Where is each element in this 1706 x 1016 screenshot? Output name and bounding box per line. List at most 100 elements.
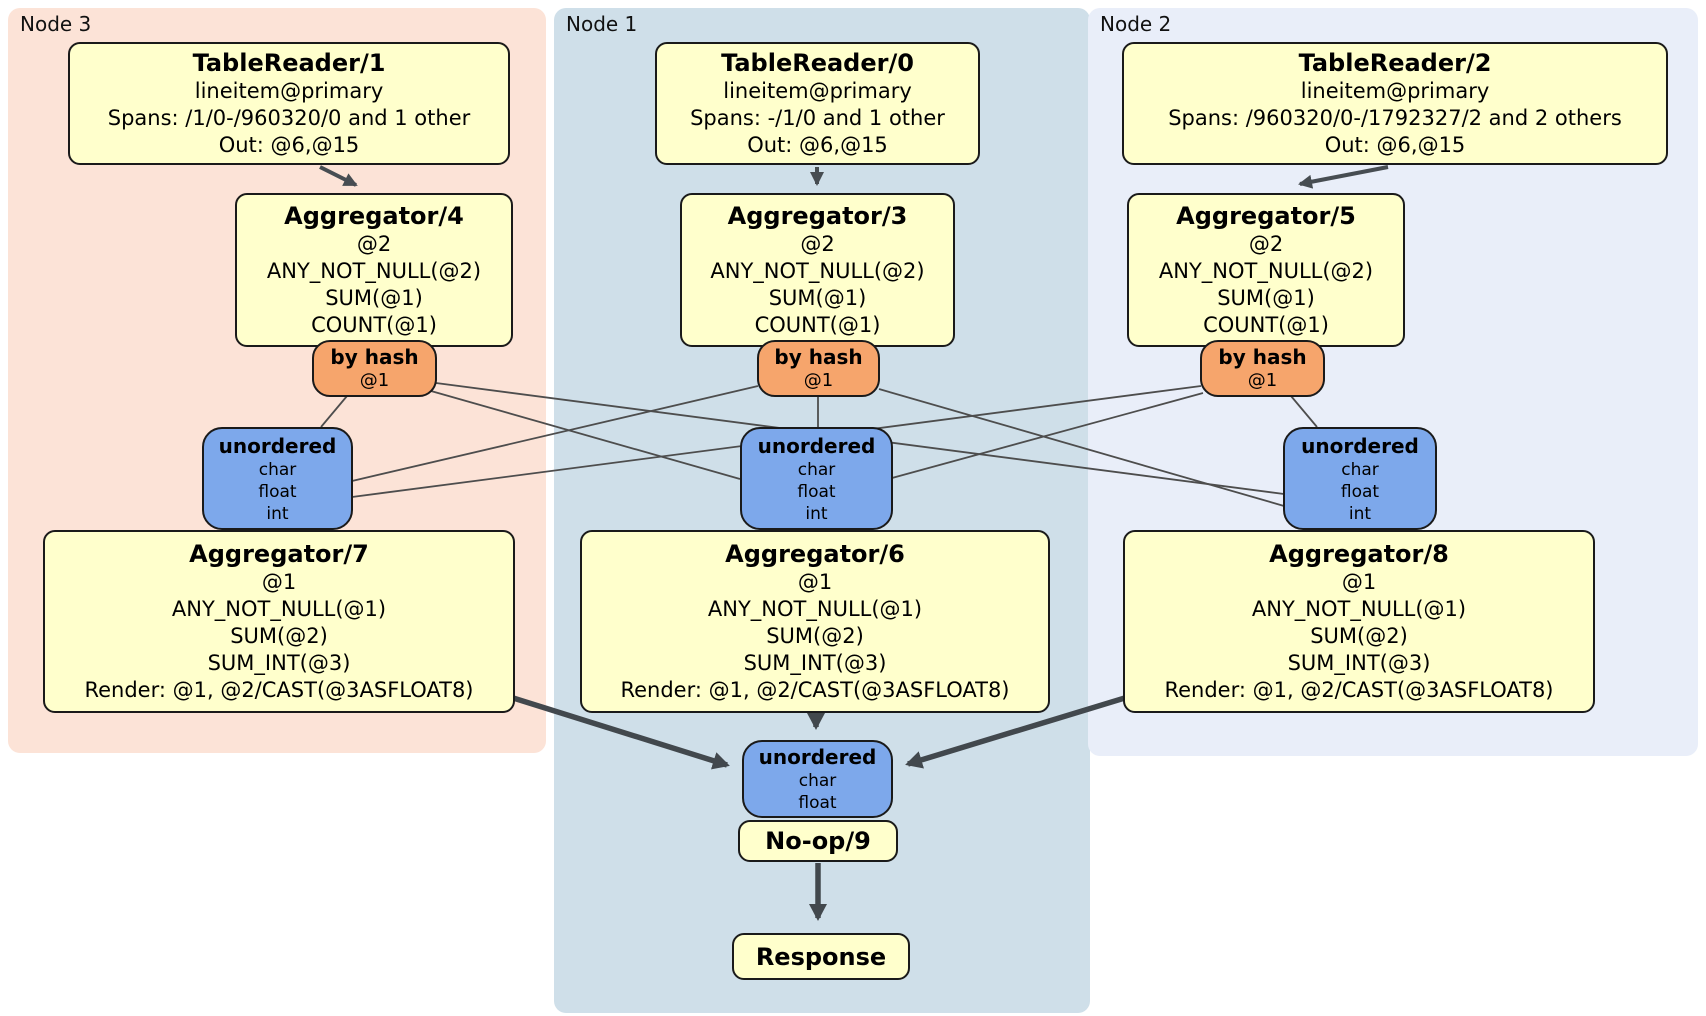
aggregator-5-box: Aggregator/5 @2 ANY_NOT_NULL(@2) SUM(@1)…	[1127, 193, 1405, 347]
tablereader-2-box: TableReader/2 lineitem@primary Spans: /9…	[1122, 42, 1668, 165]
edge-agg7-finalsync	[509, 694, 730, 770]
aggregator-5-fn1: ANY_NOT_NULL(@2)	[1158, 258, 1374, 283]
edge-router1-sync2	[878, 388, 1285, 507]
aggregator-7-fn1: ANY_NOT_NULL(@1)	[171, 596, 387, 621]
sync-node3-title: unordered	[218, 433, 337, 458]
sync-node1-title: unordered	[757, 433, 876, 458]
aggregator-6-group: @1	[797, 569, 833, 594]
aggregator-4-fn2: SUM(@1)	[325, 285, 423, 310]
aggregator-7-render: Render: @1, @2/CAST(@3ASFLOAT8)	[84, 677, 474, 702]
node3-label: Node 3	[20, 12, 92, 36]
sync-node2-col2: float	[1340, 481, 1380, 502]
aggregator-6-fn2: SUM(@2)	[766, 623, 864, 648]
tablereader-1-box: TableReader/1 lineitem@primary Spans: /1…	[68, 42, 510, 165]
aggregator-7-box: Aggregator/7 @1 ANY_NOT_NULL(@1) SUM(@2)…	[43, 530, 515, 713]
tablereader-1-spans: Spans: /1/0-/960320/0 and 1 other	[107, 105, 471, 130]
sync-unordered-final: unordered char float	[742, 740, 893, 818]
aggregator-7-title: Aggregator/7	[189, 539, 369, 568]
edge-router3-sync1	[430, 390, 741, 480]
router-node2-cols: @1	[1247, 370, 1278, 391]
router-by-hash-node1: by hash @1	[757, 340, 880, 397]
router-node2-title: by hash	[1218, 345, 1307, 369]
tablereader-2-title: TableReader/2	[1298, 48, 1492, 77]
aggregator-6-title: Aggregator/6	[725, 539, 905, 568]
sync-node1-col1: char	[797, 459, 836, 480]
response-title: Response	[755, 942, 887, 971]
router-node3-title: by hash	[330, 345, 419, 369]
aggregator-3-box: Aggregator/3 @2 ANY_NOT_NULL(@2) SUM(@1)…	[680, 193, 955, 347]
noop-title: No-op/9	[765, 827, 871, 855]
tablereader-0-spans: Spans: -/1/0 and 1 other	[690, 105, 945, 130]
router-node1-title: by hash	[774, 345, 863, 369]
sync-node2-title: unordered	[1301, 433, 1419, 458]
sync-node1-col2: float	[797, 481, 836, 502]
tablereader-0-index: lineitem@primary	[723, 78, 912, 103]
aggregator-3-title: Aggregator/3	[727, 201, 908, 230]
aggregator-4-title: Aggregator/4	[284, 201, 464, 230]
response-box: Response	[732, 933, 910, 980]
aggregator-8-title: Aggregator/8	[1269, 539, 1449, 568]
aggregator-5-group: @2	[1248, 231, 1284, 256]
aggregator-8-fn2: SUM(@2)	[1310, 623, 1408, 648]
router-by-hash-node2: by hash @1	[1200, 340, 1325, 397]
tablereader-1-out: Out: @6,@15	[218, 132, 360, 157]
edge-tr1-agg4	[319, 165, 358, 187]
aggregator-8-group: @1	[1341, 569, 1377, 594]
sync-unordered-node2: unordered char float int	[1283, 427, 1437, 530]
tablereader-1-title: TableReader/1	[192, 48, 386, 77]
aggregator-4-fn1: ANY_NOT_NULL(@2)	[266, 258, 482, 283]
edge-router2-sync1	[891, 392, 1204, 479]
aggregator-3-fn1: ANY_NOT_NULL(@2)	[710, 258, 925, 283]
aggregator-3-fn3: COUNT(@1)	[754, 312, 881, 337]
aggregator-3-group: @2	[800, 231, 835, 256]
aggregator-4-box: Aggregator/4 @2 ANY_NOT_NULL(@2) SUM(@1)…	[235, 193, 513, 347]
router-node3-cols: @1	[359, 370, 390, 391]
tablereader-2-spans: Spans: /960320/0-/1792327/2 and 2 others	[1168, 105, 1622, 130]
tablereader-2-index: lineitem@primary	[1300, 78, 1490, 103]
aggregator-3-fn2: SUM(@1)	[768, 285, 867, 310]
tablereader-2-out: Out: @6,@15	[1324, 132, 1466, 157]
edge-router3-sync3	[320, 395, 348, 428]
noop-box: No-op/9	[738, 820, 898, 862]
sync-unordered-node3: unordered char float int	[202, 427, 353, 530]
aggregator-6-fn1: ANY_NOT_NULL(@1)	[707, 596, 923, 621]
tablereader-0-box: TableReader/0 lineitem@primary Spans: -/…	[655, 42, 980, 165]
tablereader-1-index: lineitem@primary	[194, 78, 384, 103]
aggregator-8-fn3: SUM_INT(@3)	[1287, 650, 1431, 675]
aggregator-5-fn2: SUM(@1)	[1217, 285, 1315, 310]
aggregator-8-render: Render: @1, @2/CAST(@3ASFLOAT8)	[1164, 677, 1554, 702]
router-by-hash-node3: by hash @1	[312, 340, 437, 397]
aggregator-6-render: Render: @1, @2/CAST(@3ASFLOAT8)	[620, 677, 1010, 702]
edge-agg8-finalsync	[905, 694, 1129, 769]
aggregator-8-fn1: ANY_NOT_NULL(@1)	[1251, 596, 1467, 621]
sync-node3-col3: int	[266, 503, 289, 524]
aggregator-4-group: @2	[356, 231, 392, 256]
aggregator-5-fn3: COUNT(@1)	[1203, 312, 1329, 337]
aggregator-5-title: Aggregator/5	[1176, 201, 1356, 230]
tablereader-0-out: Out: @6,@15	[747, 132, 888, 157]
aggregator-4-fn3: COUNT(@1)	[311, 312, 437, 337]
aggregator-6-box: Aggregator/6 @1 ANY_NOT_NULL(@1) SUM(@2)…	[580, 530, 1050, 713]
sync-node3-col2: float	[258, 481, 297, 502]
aggregator-7-fn3: SUM_INT(@3)	[207, 650, 351, 675]
aggregator-7-group: @1	[261, 569, 297, 594]
edge-tr2-agg5	[1298, 165, 1389, 189]
sync-final-title: unordered	[758, 745, 877, 769]
node1-label: Node 1	[566, 12, 638, 36]
sync-node2-col1: char	[1341, 459, 1379, 480]
aggregator-6-fn3: SUM_INT(@3)	[743, 650, 887, 675]
node2-label: Node 2	[1100, 12, 1172, 36]
router-node1-cols: @1	[803, 370, 834, 391]
sync-node1-col3: int	[805, 503, 828, 524]
sync-final-col1: char	[798, 771, 837, 791]
sync-node3-col1: char	[258, 459, 297, 480]
aggregator-8-box: Aggregator/8 @1 ANY_NOT_NULL(@1) SUM(@2)…	[1123, 530, 1595, 713]
aggregator-7-fn2: SUM(@2)	[230, 623, 328, 648]
tablereader-0-title: TableReader/0	[721, 48, 914, 77]
edge-router1-sync3	[351, 385, 759, 482]
sync-unordered-node1: unordered char float int	[740, 427, 893, 530]
sync-node2-col3: int	[1348, 503, 1372, 524]
edge-router2-sync2	[1290, 395, 1318, 428]
